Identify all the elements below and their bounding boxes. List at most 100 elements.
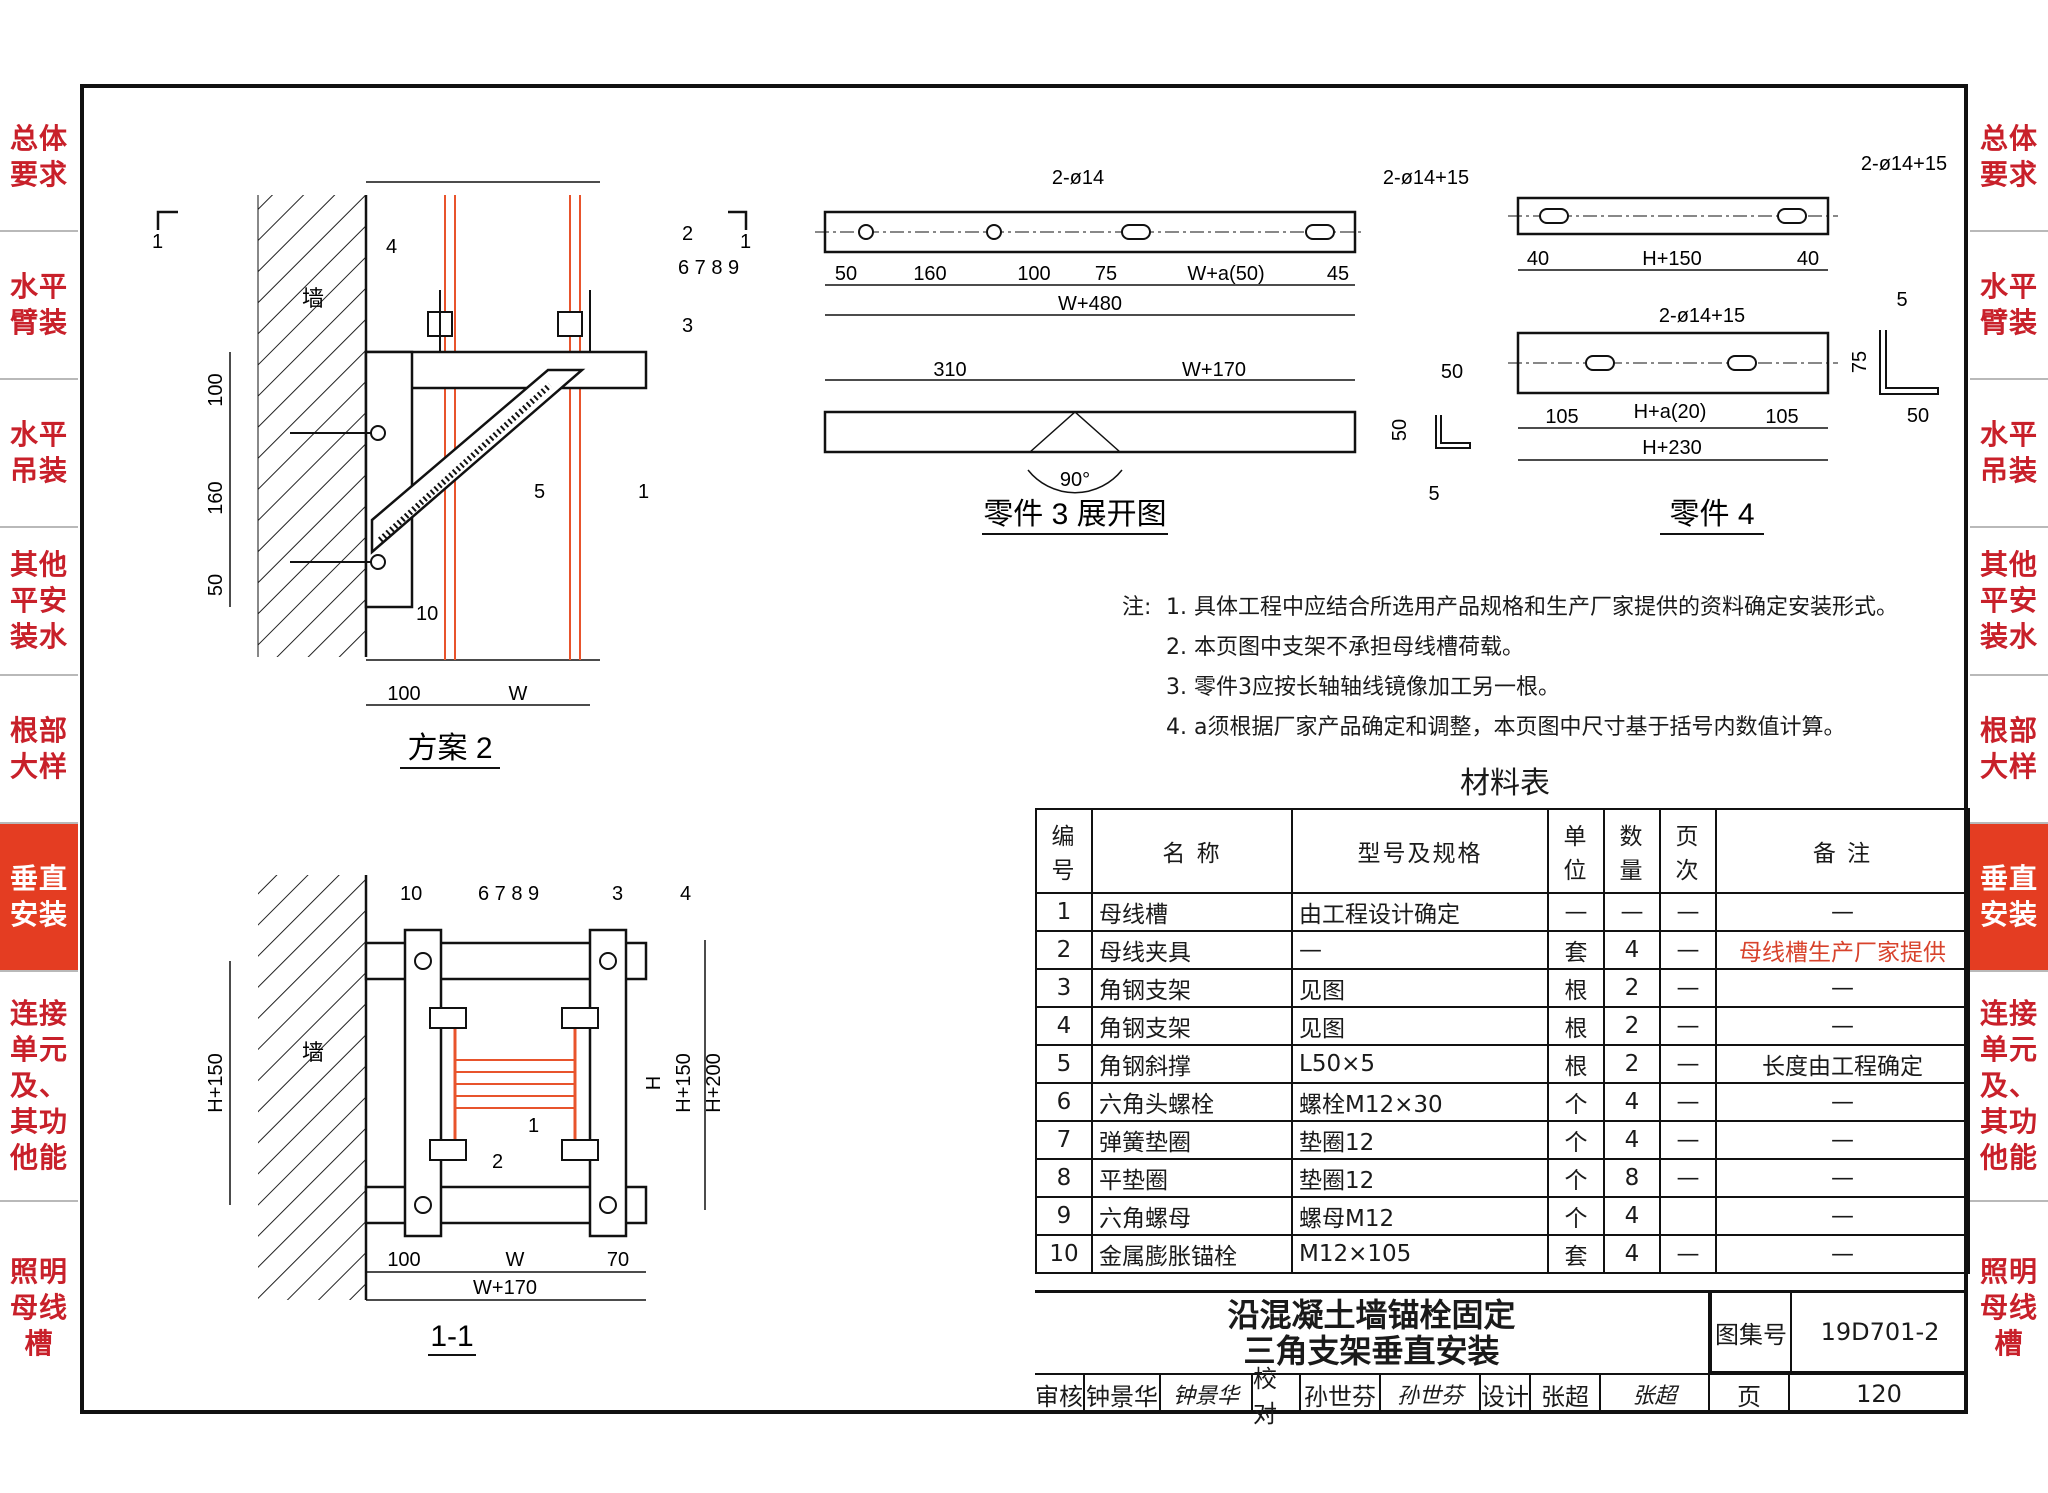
dim-W-h: W — [509, 683, 528, 705]
side-tab-horizontal-hang-r[interactable]: 水平 吊装 — [1970, 380, 2048, 528]
cell: 7 — [1035, 1120, 1093, 1160]
dim-50-v: 50 — [205, 574, 227, 596]
dim-H230: H+230 — [1642, 437, 1702, 459]
cell: — — [1291, 930, 1549, 970]
review-name: 钟景华 — [1085, 1373, 1161, 1413]
side-tab-overall[interactable]: 总体 要求 — [0, 84, 78, 232]
col-header: 备 注 — [1715, 808, 1970, 894]
dim-40-a: 40 — [1527, 248, 1549, 270]
callout-10: 10 — [416, 603, 438, 625]
cell: 2 — [1603, 1006, 1661, 1046]
title-block: 沿混凝土墙锚栓固定 三角支架垂直安装 图集号 19D701-2 审核 钟景华 钟… — [1035, 1290, 1968, 1428]
dim-H150-p4: H+150 — [1642, 248, 1702, 270]
dim-H: H — [643, 1076, 665, 1090]
side-tab-root-detail-r[interactable]: 根部 大样 — [1970, 676, 2048, 824]
drawing-title-line1: 沿混凝土墙锚栓固定 — [1227, 1296, 1516, 1334]
notes: 注:1. 具体工程中应结合所选用产品规格和生产厂家提供的资料确定安装形式。 2.… — [1122, 588, 1898, 748]
cell: 1 — [1035, 892, 1093, 932]
dim-W170-s: W+170 — [473, 1277, 537, 1299]
dim-5-angle-b: 5 — [1896, 289, 1907, 311]
dim-100-h: 100 — [387, 683, 420, 705]
cell: L50×5 — [1291, 1044, 1549, 1084]
atlas-label: 图集号 — [1710, 1293, 1790, 1373]
cell: — — [1715, 1196, 1970, 1236]
section-label: 1-1 — [430, 1320, 473, 1353]
cell: 母线槽生产厂家提供 — [1715, 930, 1970, 970]
dim-W-s: W — [506, 1249, 525, 1271]
cell: 平垫圈 — [1091, 1158, 1293, 1198]
part3-drawing: 2-ø14 2-ø14+15 50 160 100 75 W+a(50) 45 … — [815, 167, 1469, 535]
dim-70: 70 — [607, 1249, 629, 1271]
review-signature: 钟景华 — [1161, 1373, 1253, 1413]
side-tab-connection-unit[interactable]: 连接 单元 及、 其功 他能 — [0, 972, 78, 1202]
dim-H150-left: H+150 — [205, 1053, 227, 1113]
side-tab-overall-r[interactable]: 总体 要求 — [1970, 84, 2048, 232]
dim-40-b: 40 — [1797, 248, 1819, 270]
cell — [1659, 1196, 1717, 1236]
cell: — — [1659, 892, 1717, 932]
cell: 4 — [1603, 1120, 1661, 1160]
cell: 5 — [1035, 1044, 1093, 1084]
callout-2: 2 — [682, 223, 693, 245]
side-tab-connection-unit-r[interactable]: 连接 单元 及、 其功 他能 — [1970, 972, 2048, 1202]
dim-310: 310 — [933, 359, 966, 381]
cell: 角钢支架 — [1091, 1006, 1293, 1046]
cell: 套 — [1547, 1234, 1605, 1274]
side-tab-horizontal-arm[interactable]: 水平 臂装 — [0, 232, 78, 380]
table-header-row: 编号 名 称 型号及规格 单位 数量 页次 备 注 — [1035, 808, 1970, 894]
callout-1-s: 1 — [528, 1115, 539, 1137]
cell: — — [1659, 1082, 1717, 1122]
cell: M12×105 — [1291, 1234, 1549, 1274]
cell: 2 — [1035, 930, 1093, 970]
side-tab-vertical-install-r[interactable]: 垂直 安装 — [1970, 824, 2048, 972]
busway — [453, 1025, 577, 1145]
cell: — — [1659, 1120, 1717, 1160]
cell: 6 — [1035, 1082, 1093, 1122]
side-tab-lighting-busway-r[interactable]: 照明 母线 槽 — [1979, 1255, 2038, 1360]
dim-105-b: 105 — [1765, 406, 1798, 428]
side-tab-horizontal-arm-r[interactable]: 水平 臂装 — [1970, 232, 2048, 380]
cell: 母线夹具 — [1091, 930, 1293, 970]
materials-title: 材料表 — [1460, 766, 1550, 801]
cell: — — [1659, 1006, 1717, 1046]
cell: 根 — [1547, 1044, 1605, 1084]
side-tab-vertical-install[interactable]: 垂直 安装 — [0, 824, 78, 972]
callout-6789-s: 6 7 8 9 — [478, 883, 539, 905]
cell: — — [1659, 1158, 1717, 1198]
cell: — — [1715, 1158, 1970, 1198]
col-header: 数量 — [1603, 808, 1661, 894]
cell: 4 — [1603, 1234, 1661, 1274]
left-side-tabs: 总体 要求 水平 臂装 水平 吊装 其他 平安 装水 根部 大样 垂直 安装 连… — [0, 84, 78, 1414]
side-tab-other-horizontal[interactable]: 其他 平安 装水 — [0, 528, 78, 676]
callout-4: 4 — [386, 236, 397, 258]
cell: 根 — [1547, 968, 1605, 1008]
design-signature: 张超 — [1601, 1373, 1710, 1413]
dim-45: 45 — [1327, 263, 1349, 285]
cell: — — [1715, 1120, 1970, 1160]
cell: 垫圈12 — [1291, 1120, 1549, 1160]
cell: 垫圈12 — [1291, 1158, 1549, 1198]
dim-75-p3: 75 — [1095, 263, 1117, 285]
cell: — — [1659, 968, 1717, 1008]
cell: 2 — [1603, 1044, 1661, 1084]
cell: 8 — [1035, 1158, 1093, 1198]
dim-160-v: 160 — [205, 481, 227, 514]
cell: 角钢支架 — [1091, 968, 1293, 1008]
review-label: 审核 — [1035, 1373, 1085, 1413]
dim-100-s: 100 — [387, 1249, 420, 1271]
side-tab-horizontal-hang[interactable]: 水平 吊装 — [0, 380, 78, 528]
side-tab-other-horizontal-r[interactable]: 其他 平安 装水 — [1970, 528, 2048, 676]
cell: 8 — [1603, 1158, 1661, 1198]
side-tab-lighting-busway[interactable]: 照明 母线 槽 — [9, 1255, 68, 1360]
page-number: 120 — [1790, 1373, 1968, 1413]
side-tab-root-detail[interactable]: 根部 大样 — [0, 676, 78, 824]
dim-100-v: 100 — [205, 373, 227, 406]
design-name: 张超 — [1531, 1373, 1601, 1413]
drawing-title: 沿混凝土墙锚栓固定 三角支架垂直安装 — [1035, 1293, 1710, 1373]
cell: — — [1659, 930, 1717, 970]
cell: 4 — [1035, 1006, 1093, 1046]
cell: 个 — [1547, 1158, 1605, 1198]
